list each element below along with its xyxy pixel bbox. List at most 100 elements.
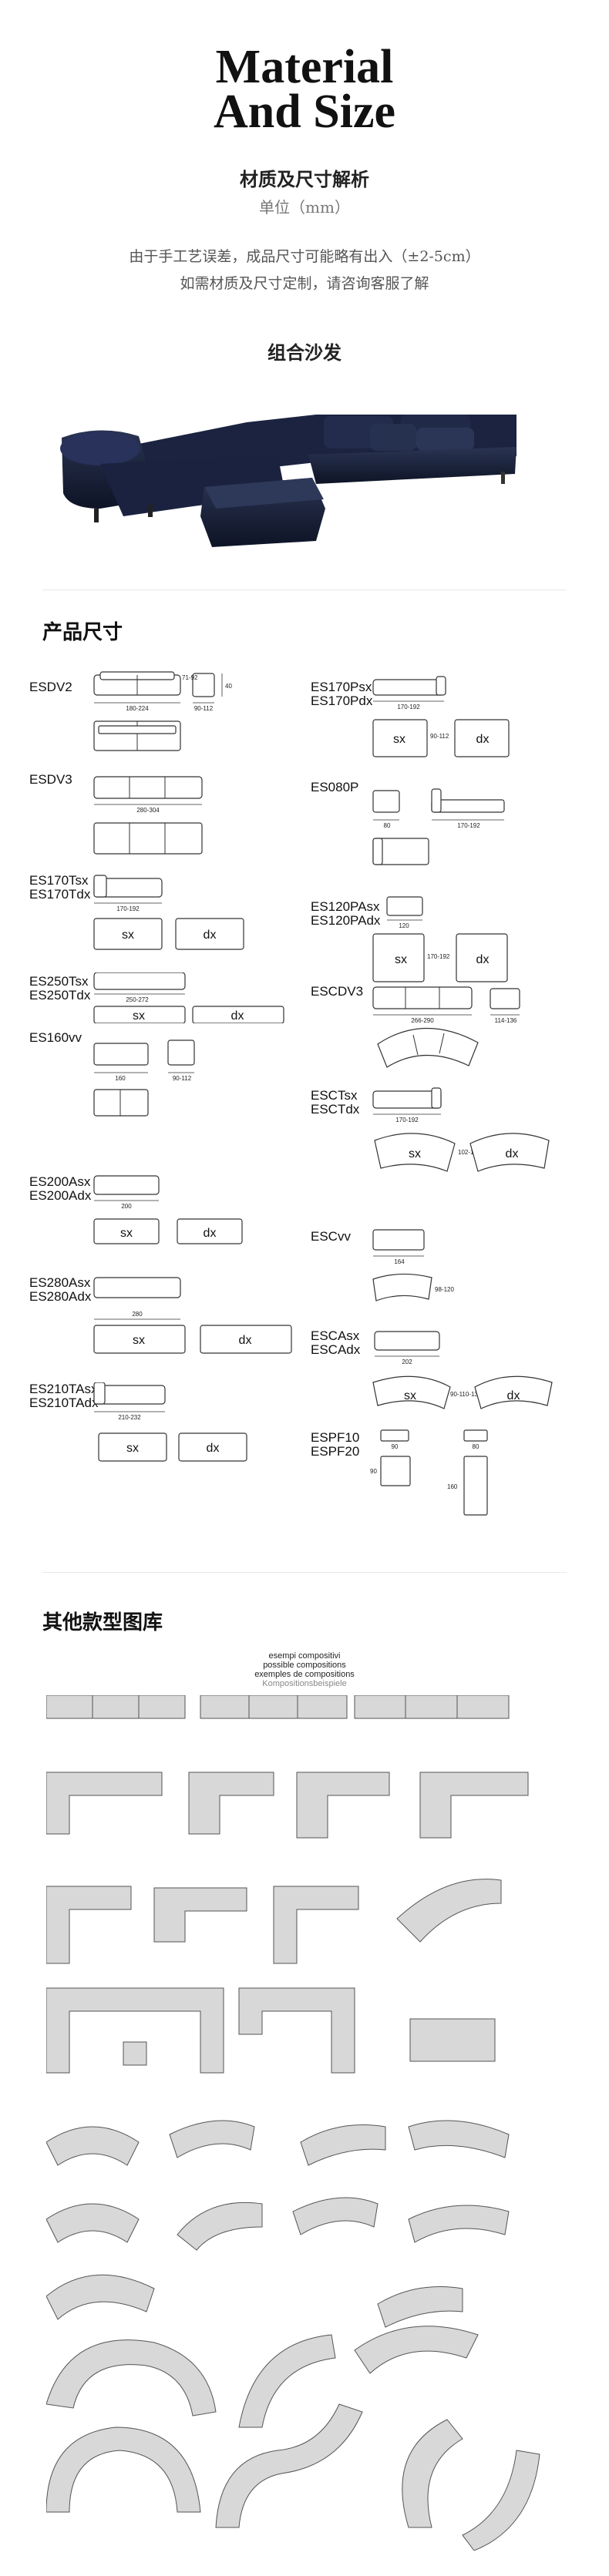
composition-item: [123, 2041, 147, 2066]
variant-label: sx: [404, 1389, 416, 1402]
espf-diagram: 90 80 90 160: [370, 1429, 488, 1516]
gallery-title: 其他款型图库: [42, 1611, 163, 1634]
dim-label: 170-192: [427, 953, 450, 960]
dim-label: 90-112: [173, 1075, 192, 1082]
product-code: ES170Psx ES170Pdx: [311, 680, 373, 708]
variant-label: dx: [476, 953, 490, 966]
dim-label: 40: [225, 683, 232, 690]
variant-label: dx: [476, 733, 490, 746]
esdv2-diagram: 180-224 40 71-92 90-112: [93, 671, 232, 751]
composition-item: [292, 2197, 379, 2235]
composition-item: [188, 1772, 274, 1835]
product-code: ESPF10 ESPF20: [311, 1430, 360, 1459]
product-code: ESCAsx ESCAdx: [311, 1328, 361, 1357]
product-code: ESCvv: [311, 1229, 351, 1244]
dim-label: 250-272: [126, 996, 149, 1003]
sizes-title: 产品尺寸: [42, 621, 123, 644]
combo-sofa-image: [60, 415, 516, 547]
composition-item: [177, 2202, 263, 2251]
dim-label: 160: [115, 1075, 126, 1082]
product-code: ESCTsx ESCTdx: [311, 1088, 360, 1117]
dim-label: 80: [473, 1443, 479, 1450]
custom-note: 如需材质及尺寸定制，请咨询客服了解: [180, 275, 429, 292]
composition-item: [300, 2124, 386, 2166]
variant-label: sx: [120, 1227, 133, 1240]
composition-item: [409, 2018, 496, 2062]
variant-label: sx: [133, 1334, 145, 1347]
composition-item: [46, 1695, 186, 1719]
dim-label: 90-112: [194, 705, 214, 712]
composition-item: [402, 2419, 463, 2528]
composition-item: [46, 1886, 132, 1964]
composition-item: [238, 2334, 336, 2428]
dim-label: 80: [384, 822, 391, 829]
dim-label: 280: [132, 1311, 143, 1318]
es250t-diagram: 250-272 sx dx: [93, 972, 284, 1023]
variant-label: dx: [231, 1009, 244, 1023]
es160vv-diagram: 160 90-112: [93, 1039, 195, 1117]
product-code: ESCDV3: [311, 984, 364, 999]
gallery-caption-en: possible compositions: [263, 1661, 346, 1670]
dim-label: 170-192: [457, 822, 480, 829]
gallery-caption-it: esempi compositivi: [268, 1651, 341, 1661]
variant-label: dx: [207, 1442, 220, 1455]
section-divider: [42, 589, 567, 590]
escvv-diagram: 164 98-120: [372, 1229, 454, 1301]
esdv3-diagram: 280-304: [93, 776, 203, 855]
variant-label: sx: [393, 733, 405, 746]
dim-label: 160: [447, 1483, 458, 1490]
esca-diagram: 202 sx 90-110-132 dx: [372, 1331, 553, 1409]
variant-label: dx: [506, 1147, 519, 1160]
es170p-diagram: 170-192 sx 90-112 dx: [372, 676, 510, 757]
variant-label: sx: [395, 953, 407, 966]
composition-item: [273, 1886, 359, 1964]
product-code: ES120PAsx ES120PAdx: [311, 899, 381, 928]
dim-label: 71-92: [182, 674, 198, 681]
gallery-caption-fr: exemples de compositions: [254, 1670, 355, 1679]
es210ta-diagram: 210-232 sx dx: [93, 1382, 247, 1462]
composition-item: [296, 1772, 390, 1839]
composition-item: [408, 2120, 510, 2158]
composition-item: [408, 2205, 510, 2243]
composition-item: [169, 2120, 255, 2158]
dim-label: 266-290: [411, 1017, 434, 1024]
composition-item: [377, 2286, 463, 2328]
variant-label: dx: [204, 929, 217, 942]
es120pa-diagram: 120 sx 170-192 dx: [372, 896, 508, 982]
product-code: ESDV3: [29, 772, 72, 787]
dim-label: 170-192: [397, 704, 420, 710]
dim-label: 180-224: [126, 705, 149, 712]
composition-item: [354, 1695, 510, 1719]
dim-label: 90-110-132: [450, 1391, 482, 1398]
variant-label: sx: [122, 929, 134, 942]
dim-label: 98-120: [435, 1286, 454, 1293]
product-code: ES160vv: [29, 1030, 82, 1045]
dim-label: 114-136: [495, 1017, 517, 1024]
variant-label: dx: [204, 1227, 217, 1240]
escdv3-diagram: 266-290 114-136: [372, 986, 520, 1068]
product-code: ES210TAsx ES210TAdx: [29, 1382, 99, 1410]
composition-item: [46, 2126, 140, 2166]
es280a-diagram: 280 sx dx: [93, 1277, 292, 1354]
composition-gallery: [46, 1695, 540, 2551]
composition-item: [46, 2427, 201, 2513]
composition-item: [46, 1987, 224, 2074]
dim-label: 210-232: [118, 1414, 141, 1421]
es080p-diagram: 80 170-192: [372, 788, 505, 865]
composition-item: [46, 2274, 155, 2320]
combo-title: 组合沙发: [267, 341, 342, 364]
product-code: ESDV2: [29, 680, 72, 694]
gallery-caption-de: Kompositionsbeispiele: [262, 1679, 347, 1688]
dim-label: 280-304: [136, 807, 160, 814]
es170t-diagram: 170-192 sx dx: [93, 875, 244, 950]
page-subtitle: 材质及尺寸解析: [240, 168, 369, 190]
dim-label: 170-192: [395, 1117, 419, 1123]
variant-label: sx: [126, 1442, 139, 1455]
page-title-line1: Material: [215, 41, 394, 93]
composition-item: [200, 1695, 348, 1719]
dim-label: 202: [402, 1359, 412, 1365]
section-divider: [42, 1572, 567, 1573]
dim-label: 170-192: [116, 905, 140, 912]
composition-item: [462, 2450, 540, 2551]
variant-label: dx: [239, 1334, 252, 1347]
